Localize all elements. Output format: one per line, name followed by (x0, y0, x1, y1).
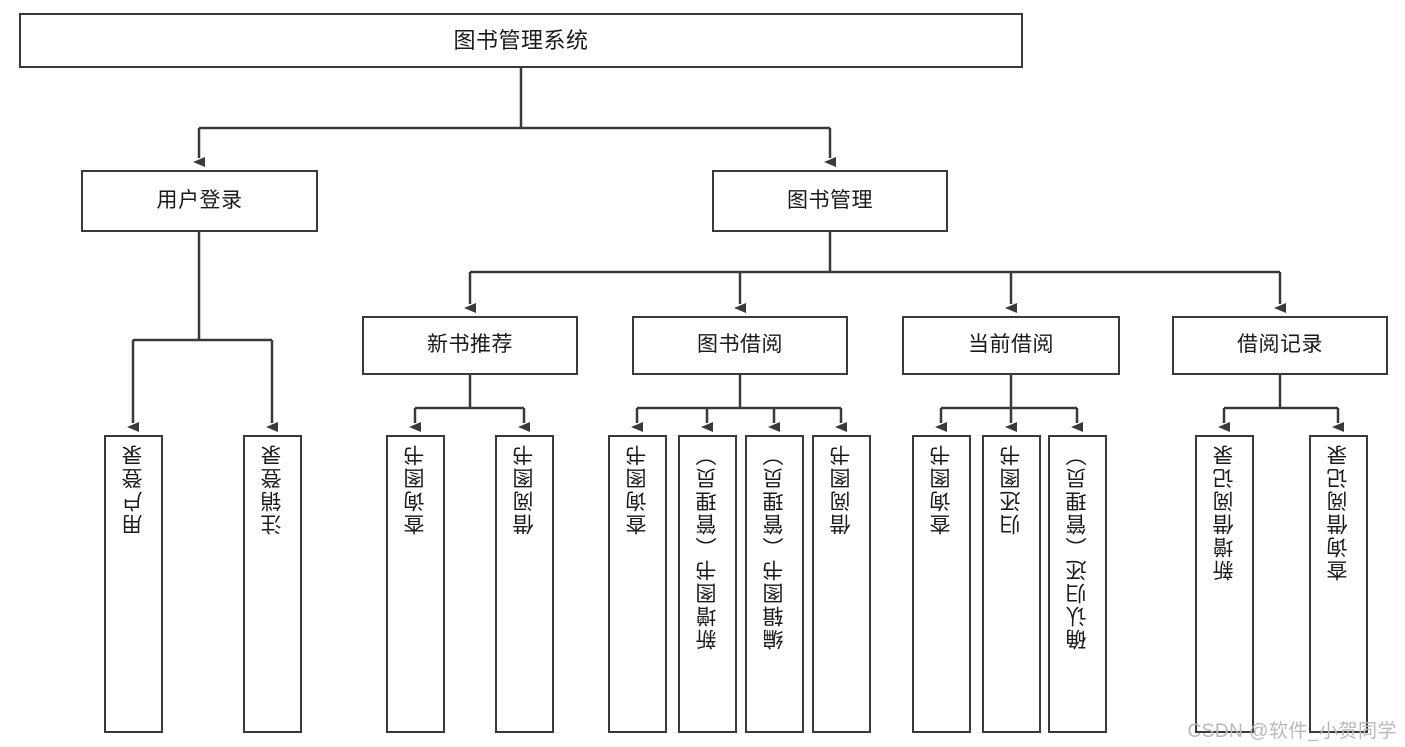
node-leaf-query-book-recommend[interactable]: 查询图书 (386, 435, 445, 733)
node-leaf-edit-book-admin[interactable]: 编辑图书（管理员） (745, 435, 804, 733)
node-leaf-confirm-return-admin[interactable]: 确认归还（管理员） (1048, 435, 1107, 733)
node-label: 查询图书 (625, 443, 649, 535)
node-borrow-record[interactable]: 借阅记录 (1172, 316, 1388, 375)
node-label: 图书借阅 (697, 333, 783, 357)
node-label: 用户登录 (156, 188, 243, 212)
node-user-login[interactable]: 用户登录 (81, 170, 318, 232)
node-label: 借阅记录 (1237, 333, 1323, 357)
node-label: 确认归还（管理员） (1065, 443, 1089, 650)
node-book-borrow[interactable]: 图书借阅 (632, 316, 848, 375)
node-label: 借阅图书 (829, 443, 853, 535)
node-label: 查询借阅记录 (1326, 443, 1350, 581)
node-label: 查询图书 (403, 443, 427, 535)
node-label: 归还图书 (999, 443, 1023, 535)
node-label: 用户登录 (121, 443, 145, 535)
node-leaf-add-book-admin[interactable]: 新增图书（管理员） (678, 435, 737, 733)
node-label: 新增图书（管理员） (695, 443, 719, 650)
node-leaf-borrow-book-recommend[interactable]: 借阅图书 (495, 435, 554, 733)
node-label: 当前借阅 (968, 333, 1054, 357)
node-label: 新书推荐 (427, 333, 513, 357)
node-label: 图书管理 (787, 188, 873, 212)
node-leaf-add-borrow-record[interactable]: 新增借阅记录 (1195, 435, 1254, 733)
node-leaf-query-book-current[interactable]: 查询图书 (912, 435, 971, 733)
node-label: 新增借阅记录 (1212, 443, 1236, 581)
node-label: 查询图书 (929, 443, 953, 535)
node-root-book-management-system[interactable]: 图书管理系统 (19, 13, 1023, 68)
node-leaf-query-borrow-record[interactable]: 查询借阅记录 (1309, 435, 1368, 733)
node-label: 借阅图书 (512, 443, 536, 535)
node-leaf-user-login[interactable]: 用户登录 (104, 435, 163, 733)
node-label: 图书管理系统 (453, 27, 589, 53)
node-leaf-query-book-borrow[interactable]: 查询图书 (608, 435, 667, 733)
node-leaf-return-book[interactable]: 归还图书 (982, 435, 1041, 733)
node-book-management[interactable]: 图书管理 (712, 170, 948, 232)
node-leaf-logout[interactable]: 注销登录 (243, 435, 302, 733)
node-leaf-borrow-book[interactable]: 借阅图书 (812, 435, 871, 733)
node-new-book-recommend[interactable]: 新书推荐 (362, 316, 578, 375)
node-current-borrow[interactable]: 当前借阅 (902, 316, 1120, 375)
node-label: 编辑图书（管理员） (762, 443, 786, 650)
node-label: 注销登录 (260, 443, 284, 535)
watermark: CSDN @软件_小贺同学 (1187, 721, 1397, 742)
